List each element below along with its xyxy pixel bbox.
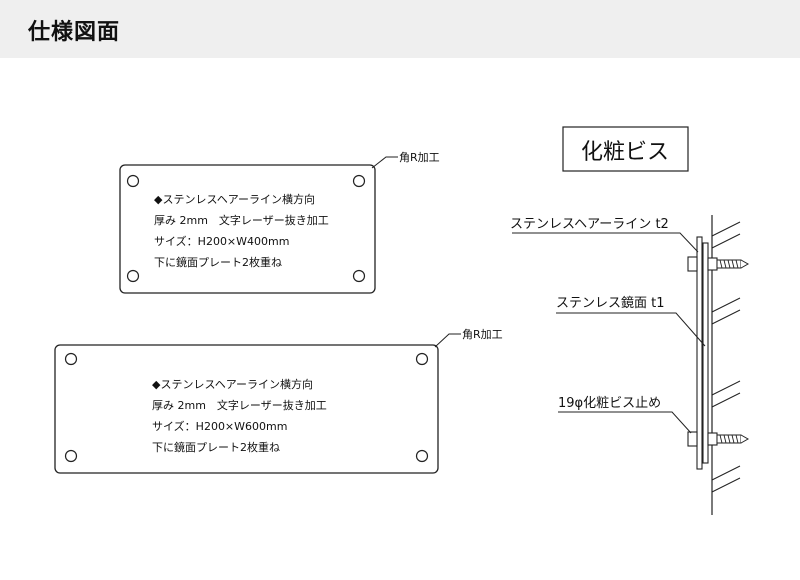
screw-upper-thread	[719, 259, 739, 269]
wall-hatch	[711, 392, 741, 408]
wall-hatch	[711, 221, 741, 237]
plate-600-line-1: ◆ステンレスヘアーライン横方向	[152, 377, 313, 391]
plate-400-line-1: ◆ステンレスヘアーライン横方向	[154, 192, 315, 206]
callout-hairline-label: ステンレスヘアーライン t2	[510, 217, 669, 232]
plate-400-hole-tr	[352, 174, 366, 188]
plate-600-line-4: 下に鏡面プレート2枚重ね	[152, 440, 280, 454]
callout-screw: 19φ化粧ビス止め	[558, 396, 692, 434]
plate-600-line-2: 厚み 2mm 文字レーザー抜き加工	[152, 398, 327, 412]
plate-section	[696, 236, 709, 470]
wall-hatch	[711, 233, 741, 249]
screw-lower-tip	[740, 434, 750, 444]
screw-lower-thread	[719, 434, 739, 444]
screw-upper-tip	[740, 259, 750, 269]
screw-lower-cap	[687, 431, 698, 447]
section-title-box: 化粧ビス	[562, 126, 689, 172]
section-title: 化粧ビス	[581, 140, 669, 165]
callout-mirror-leader	[556, 312, 706, 347]
wall-hatch	[711, 309, 741, 325]
plate-600: 角R加工 ◆ステンレスヘアーライン横方向 厚み 2mm 文字レーザー抜き加工 サ…	[54, 328, 503, 474]
wall-hatch	[711, 297, 741, 313]
plate-400-hole-tl	[126, 174, 140, 188]
plate-400-corner-note: 角R加工	[399, 151, 440, 164]
plate-600-leader	[434, 333, 461, 348]
callout-screw-label: 19φ化粧ビス止め	[558, 396, 661, 411]
plate-400-hole-bl	[126, 269, 140, 283]
wall-hatch	[711, 477, 741, 493]
screw-lower	[687, 431, 750, 447]
plate-600-outline	[54, 344, 439, 474]
plate-400: 角R加工 ◆ステンレスヘアーライン横方向 厚み 2mm 文字レーザー抜き加工 サ…	[119, 151, 440, 294]
page-title: 仕様図面	[28, 20, 121, 45]
section-title-frame	[562, 126, 689, 172]
plate-400-leader	[371, 156, 398, 169]
screw-upper-cap	[687, 256, 698, 272]
mirror-plate-section	[702, 242, 709, 464]
plate-600-hole-br	[415, 449, 429, 463]
plate-600-hole-tr	[415, 352, 429, 366]
callout-hairline-leader	[512, 232, 699, 253]
callout-screw-leader	[558, 411, 692, 434]
plate-600-hole-bl	[64, 449, 78, 463]
plate-600-hole-tl	[64, 352, 78, 366]
plate-600-corner-note: 角R加工	[462, 328, 503, 341]
plate-600-line-3: サイズ：H200×W600mm	[152, 419, 287, 433]
screw-upper	[687, 256, 750, 272]
callout-mirror-label: ステンレス鏡面 t1	[556, 296, 665, 311]
screw-upper-spacer	[707, 257, 718, 271]
wall-hatch	[711, 465, 741, 481]
plate-400-line-4: 下に鏡面プレート2枚重ね	[154, 255, 282, 269]
plate-400-line-3: サイズ：H200×W400mm	[154, 234, 289, 248]
hairline-plate-section	[696, 236, 703, 470]
plate-400-hole-br	[352, 269, 366, 283]
wall-hatch	[711, 380, 741, 396]
header-bar: 仕様図面	[0, 0, 800, 58]
plate-400-line-2: 厚み 2mm 文字レーザー抜き加工	[154, 213, 329, 227]
callout-hairline: ステンレスヘアーライン t2	[510, 217, 699, 253]
callout-mirror: ステンレス鏡面 t1	[556, 296, 706, 347]
screw-lower-spacer	[707, 432, 718, 446]
plate-400-outline	[119, 164, 376, 294]
